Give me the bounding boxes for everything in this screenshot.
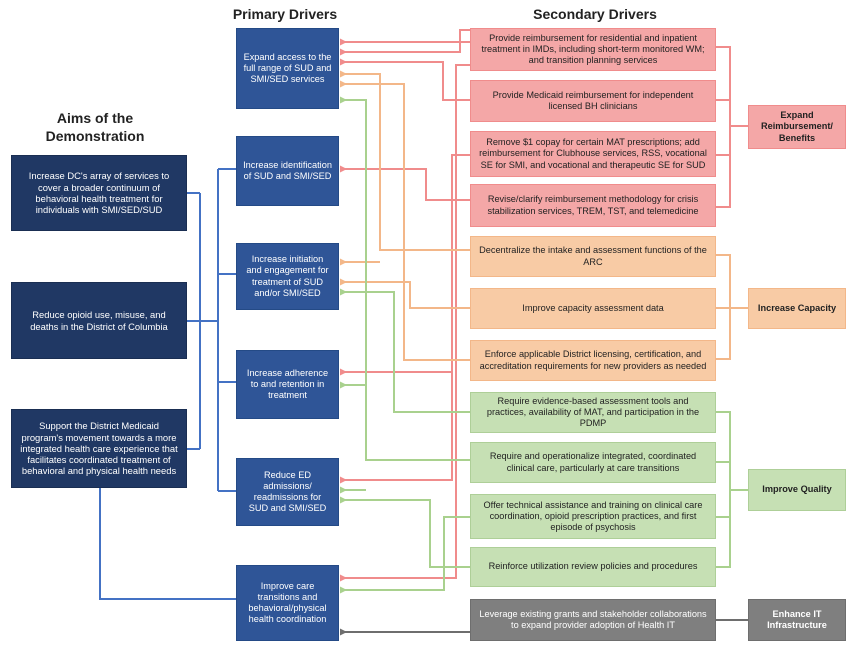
primary-driver-box: Increase adherence to and retention in t… <box>236 350 339 419</box>
secondary-driver-box: Leverage existing grants and stakeholder… <box>470 599 716 641</box>
secondary-driver-box: Revise/clarify reimbursement methodology… <box>470 184 716 227</box>
category-capacity-box: Increase Capacity <box>748 288 846 329</box>
secondary-driver-box: Provide Medicaid reimbursement for indep… <box>470 80 716 122</box>
secondary-driver-box: Offer technical assistance and training … <box>470 494 716 539</box>
secondary-driver-box: Remove $1 copay for certain MAT prescrip… <box>470 131 716 177</box>
secondary-driver-box: Provide reimbursement for residential an… <box>470 28 716 71</box>
primary-driver-box: Improve care transitions and behavioral/… <box>236 565 339 641</box>
primary-driver-box: Expand access to the full range of SUD a… <box>236 28 339 109</box>
capacity-bus <box>716 254 748 360</box>
category-quality-box: Improve Quality <box>748 469 846 511</box>
secondary-driver-box: Reinforce utilization review policies an… <box>470 547 716 587</box>
primary-drivers-header: Primary Drivers <box>232 6 338 22</box>
capacity-arrows <box>340 70 470 361</box>
category-reimbursement-box: Expand Reimbursement/ Benefits <box>748 105 846 149</box>
aims-header: Aims of the Demonstration <box>45 110 145 144</box>
secondary-driver-box: Require and operationalize integrated, c… <box>470 442 716 483</box>
quality-arrows <box>340 96 470 594</box>
secondary-drivers-header: Secondary Drivers <box>533 6 657 22</box>
secondary-driver-box: Enforce applicable District licensing, c… <box>470 340 716 381</box>
reimbursement-bus <box>716 46 748 208</box>
primary-driver-box: Increase initiation and engagement for t… <box>236 243 339 310</box>
secondary-driver-box: Require evidence-based assessment tools … <box>470 392 716 433</box>
aim-connectors <box>99 168 236 600</box>
aim-box: Support the District Medicaid program's … <box>11 409 187 488</box>
secondary-driver-box: Improve capacity assessment data <box>470 288 716 329</box>
aim-box: Increase DC's array of services to cover… <box>11 155 187 231</box>
primary-driver-box: Increase identification of SUD and SMI/S… <box>236 136 339 206</box>
category-it-box: Enhance IT Infrastructure <box>748 599 846 641</box>
aim-box: Reduce opioid use, misuse, and deaths in… <box>11 282 187 359</box>
quality-bus <box>716 411 748 568</box>
secondary-driver-box: Decentralize the intake and assessment f… <box>470 236 716 277</box>
reimbursement-arrows <box>340 29 470 582</box>
primary-driver-box: Reduce ED admissions/ readmissions for S… <box>236 458 339 526</box>
